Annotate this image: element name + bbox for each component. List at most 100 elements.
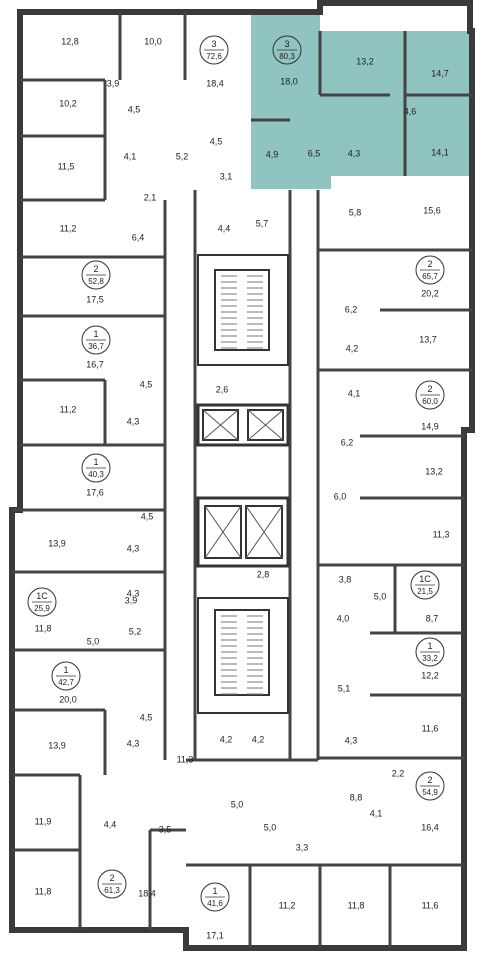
- room-area-label: 11,9: [35, 816, 52, 826]
- apartment-rooms-count: 3: [211, 39, 216, 49]
- room-area-label: 4,5: [210, 136, 223, 146]
- room-area-label: 18,0: [280, 76, 298, 86]
- room-area-label: 2,6: [216, 384, 229, 394]
- apartment-badge[interactable]: 261,3: [97, 869, 127, 899]
- apartment-rooms-count: 2: [109, 873, 114, 883]
- room-area-label: 4,2: [252, 734, 265, 744]
- apartment-rooms-count: 1: [63, 665, 68, 675]
- apartment-badge[interactable]: 1C 21,5: [410, 570, 440, 600]
- apartment-badge[interactable]: 252,8: [81, 260, 111, 290]
- room-area-label: 8,8: [350, 792, 363, 802]
- room-area-label: 4,4: [218, 223, 231, 233]
- room-area-label: 8,7: [426, 613, 439, 623]
- apartment-badge[interactable]: 136,7: [81, 325, 111, 355]
- apartment-rooms-count: 2: [427, 259, 432, 269]
- elevator-cross-marks: [202, 409, 284, 559]
- apartment-rooms-count: 3: [284, 39, 289, 49]
- apartment-rooms-count: 2: [93, 264, 98, 274]
- room-area-label: 13,7: [419, 334, 437, 344]
- highlighted-apartment-fill: [251, 12, 472, 189]
- room-area-label: 11,3: [433, 529, 450, 539]
- room-area-label: 3,9: [107, 78, 120, 88]
- room-area-label: 4,4: [104, 819, 117, 829]
- room-area-label: 4,5: [141, 511, 154, 521]
- room-area-label: 18,4: [138, 888, 156, 898]
- room-area-label: 15,6: [423, 205, 441, 215]
- room-area-label: 5,0: [264, 822, 277, 832]
- apartment-badge[interactable]: 133,2: [415, 637, 445, 667]
- room-area-label: 2,8: [257, 569, 270, 579]
- apartment-badge[interactable]: 380,3: [272, 35, 302, 65]
- room-area-label: 5,7: [256, 218, 269, 228]
- room-area-label: 13,2: [425, 466, 443, 476]
- apartment-total-area: 40,3: [88, 470, 104, 479]
- room-area-label: 11,2: [60, 404, 77, 414]
- room-area-label: 4,9: [266, 149, 279, 159]
- apartment-total-area: 21,5: [417, 587, 433, 596]
- room-area-label: 13,2: [356, 56, 374, 66]
- room-area-label: 3,3: [296, 842, 309, 852]
- apartment-rooms-count: 1: [212, 886, 217, 896]
- room-area-label: 20,2: [421, 288, 439, 298]
- room-area-label: 11,6: [422, 900, 439, 910]
- room-area-label: 11,6: [422, 723, 439, 733]
- room-area-label: 4,2: [346, 343, 359, 353]
- apartment-badges: 372,6380,3265,7252,8136,7260,0140,31C25,…: [27, 35, 445, 912]
- apartment-rooms-count: 1: [93, 457, 98, 467]
- apartment-badge[interactable]: 260,0: [415, 380, 445, 410]
- room-area-label: 6,4: [132, 232, 145, 242]
- apartment-badge[interactable]: 1C 25,9: [27, 587, 57, 617]
- room-area-label: 4,6: [404, 106, 417, 116]
- interior-walls: [12, 12, 472, 948]
- room-area-label: 4,0: [337, 613, 350, 623]
- room-area-label: 5,0: [374, 591, 387, 601]
- room-area-label: 4,5: [128, 104, 141, 114]
- room-area-label: 17,5: [86, 294, 104, 304]
- apartment-badge[interactable]: 265,7: [415, 255, 445, 285]
- room-area-label: 13,9: [48, 740, 66, 750]
- apartment-badge[interactable]: 254,9: [415, 771, 445, 801]
- room-area-label: 4,3: [127, 588, 140, 598]
- apartment-badge[interactable]: 372,6: [199, 35, 229, 65]
- room-area-label: 4,3: [127, 738, 140, 748]
- room-area-label: 16,4: [421, 822, 439, 832]
- room-area-label: 4,1: [124, 151, 137, 161]
- room-area-label: 3,1: [220, 171, 233, 181]
- apartment-rooms-count: 2: [427, 384, 432, 394]
- apartment-rooms-count: 1C: [36, 591, 48, 601]
- room-area-label: 12,8: [61, 36, 79, 46]
- apartment-total-area: 25,9: [34, 604, 50, 613]
- room-area-label: 11,2: [60, 223, 77, 233]
- room-area-label: 6,0: [334, 491, 347, 501]
- apartment-total-area: 41,6: [207, 899, 223, 908]
- room-area-label: 11,3: [177, 754, 194, 764]
- room-area-label: 17,6: [86, 487, 104, 497]
- room-area-label: 6,2: [341, 437, 354, 447]
- apartment-total-area: 61,3: [104, 886, 120, 895]
- apartment-badge[interactable]: 141,6: [200, 882, 230, 912]
- room-area-label: 11,2: [279, 900, 296, 910]
- room-area-label: 3,5: [159, 824, 172, 834]
- apartment-badge[interactable]: 142,7: [51, 661, 81, 691]
- apartment-total-area: 33,2: [422, 654, 438, 663]
- room-area-label: 4,3: [127, 416, 140, 426]
- room-area-label: 6,2: [345, 304, 358, 314]
- room-area-label: 4,5: [140, 379, 153, 389]
- apartment-total-area: 72,6: [206, 52, 222, 61]
- room-area-label: 5,2: [129, 626, 142, 636]
- room-area-label: 13,9: [48, 538, 66, 548]
- room-area-label: 20,0: [59, 694, 77, 704]
- room-area-label: 2,1: [144, 192, 157, 202]
- room-area-label: 5,8: [349, 207, 362, 217]
- apartment-badge[interactable]: 140,3: [81, 453, 111, 483]
- building-core: [196, 254, 290, 714]
- apartment-rooms-count: 1: [93, 329, 98, 339]
- apartment-rooms-count: 1C: [419, 574, 431, 584]
- room-area-label: 11,8: [35, 623, 52, 633]
- room-area-label: 11,8: [35, 886, 52, 896]
- apartment-rooms-count: 1: [427, 641, 432, 651]
- room-area-label: 4,3: [127, 543, 140, 553]
- room-area-label: 4,3: [348, 148, 361, 158]
